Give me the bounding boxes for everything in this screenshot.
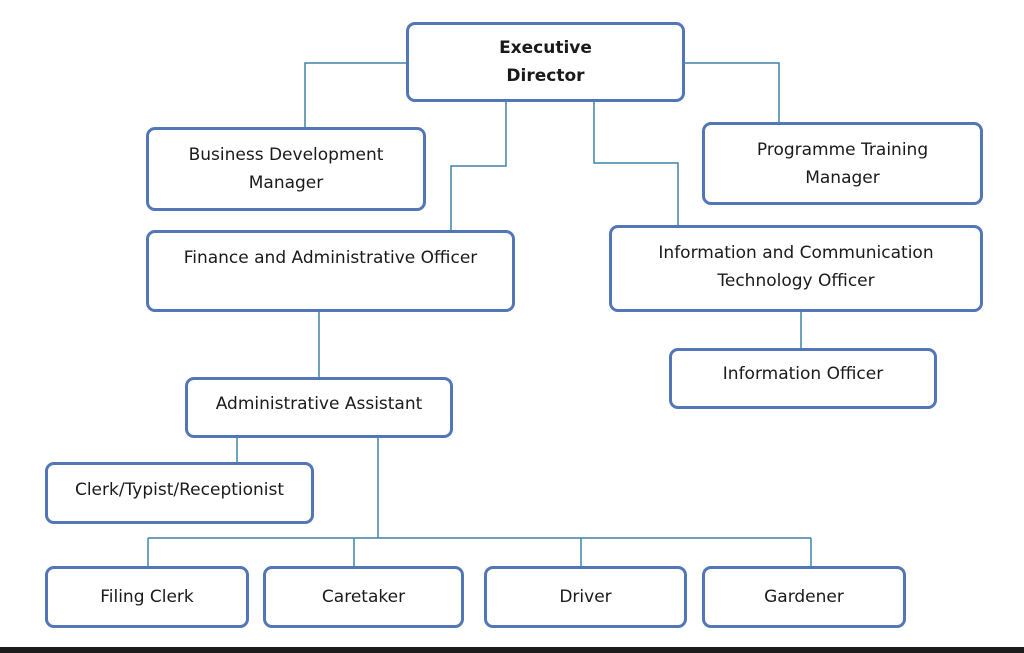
node-ict-officer: Information and Communication Technology… — [609, 225, 983, 312]
bottom-border-bar — [0, 647, 1024, 653]
node-executive-director: Executive Director — [406, 22, 685, 102]
node-clerk-typist-receptionist-label: Clerk/Typist/Receptionist — [74, 480, 285, 500]
node-administrative-assistant: Administrative Assistant — [185, 377, 453, 438]
connector-exec-training — [685, 62, 780, 123]
node-driver-label: Driver — [559, 587, 612, 607]
node-executive-director-label: Executive Director — [499, 38, 592, 86]
node-information-officer: Information Officer — [669, 348, 937, 409]
node-driver: Driver — [484, 566, 687, 628]
connector-exec-ict — [593, 101, 679, 226]
node-filing-clerk-label: Filing Clerk — [100, 587, 194, 607]
node-gardener: Gardener — [702, 566, 906, 628]
node-administrative-assistant-label: Administrative Assistant — [215, 394, 423, 414]
node-business-development-manager-label: Business Development Manager — [188, 145, 384, 193]
node-filing-clerk: Filing Clerk — [45, 566, 249, 628]
node-programme-training-manager: Programme Training Manager — [702, 122, 983, 205]
node-business-development-manager: Business Development Manager — [146, 127, 426, 211]
node-clerk-typist-receptionist: Clerk/Typist/Receptionist — [45, 462, 314, 524]
node-gardener-label: Gardener — [764, 587, 844, 607]
connector-exec-bizdev — [304, 62, 408, 127]
node-ict-officer-label: Information and Communication Technology… — [658, 243, 934, 291]
node-finance-admin-officer-label: Finance and Administrative Officer — [183, 248, 478, 268]
node-finance-admin-officer: Finance and Administrative Officer — [146, 230, 515, 312]
node-caretaker-label: Caretaker — [321, 587, 406, 607]
connector-exec-finance — [450, 101, 507, 231]
node-information-officer-label: Information Officer — [722, 364, 884, 384]
node-caretaker: Caretaker — [263, 566, 464, 628]
node-programme-training-manager-label: Programme Training Manager — [756, 139, 929, 188]
